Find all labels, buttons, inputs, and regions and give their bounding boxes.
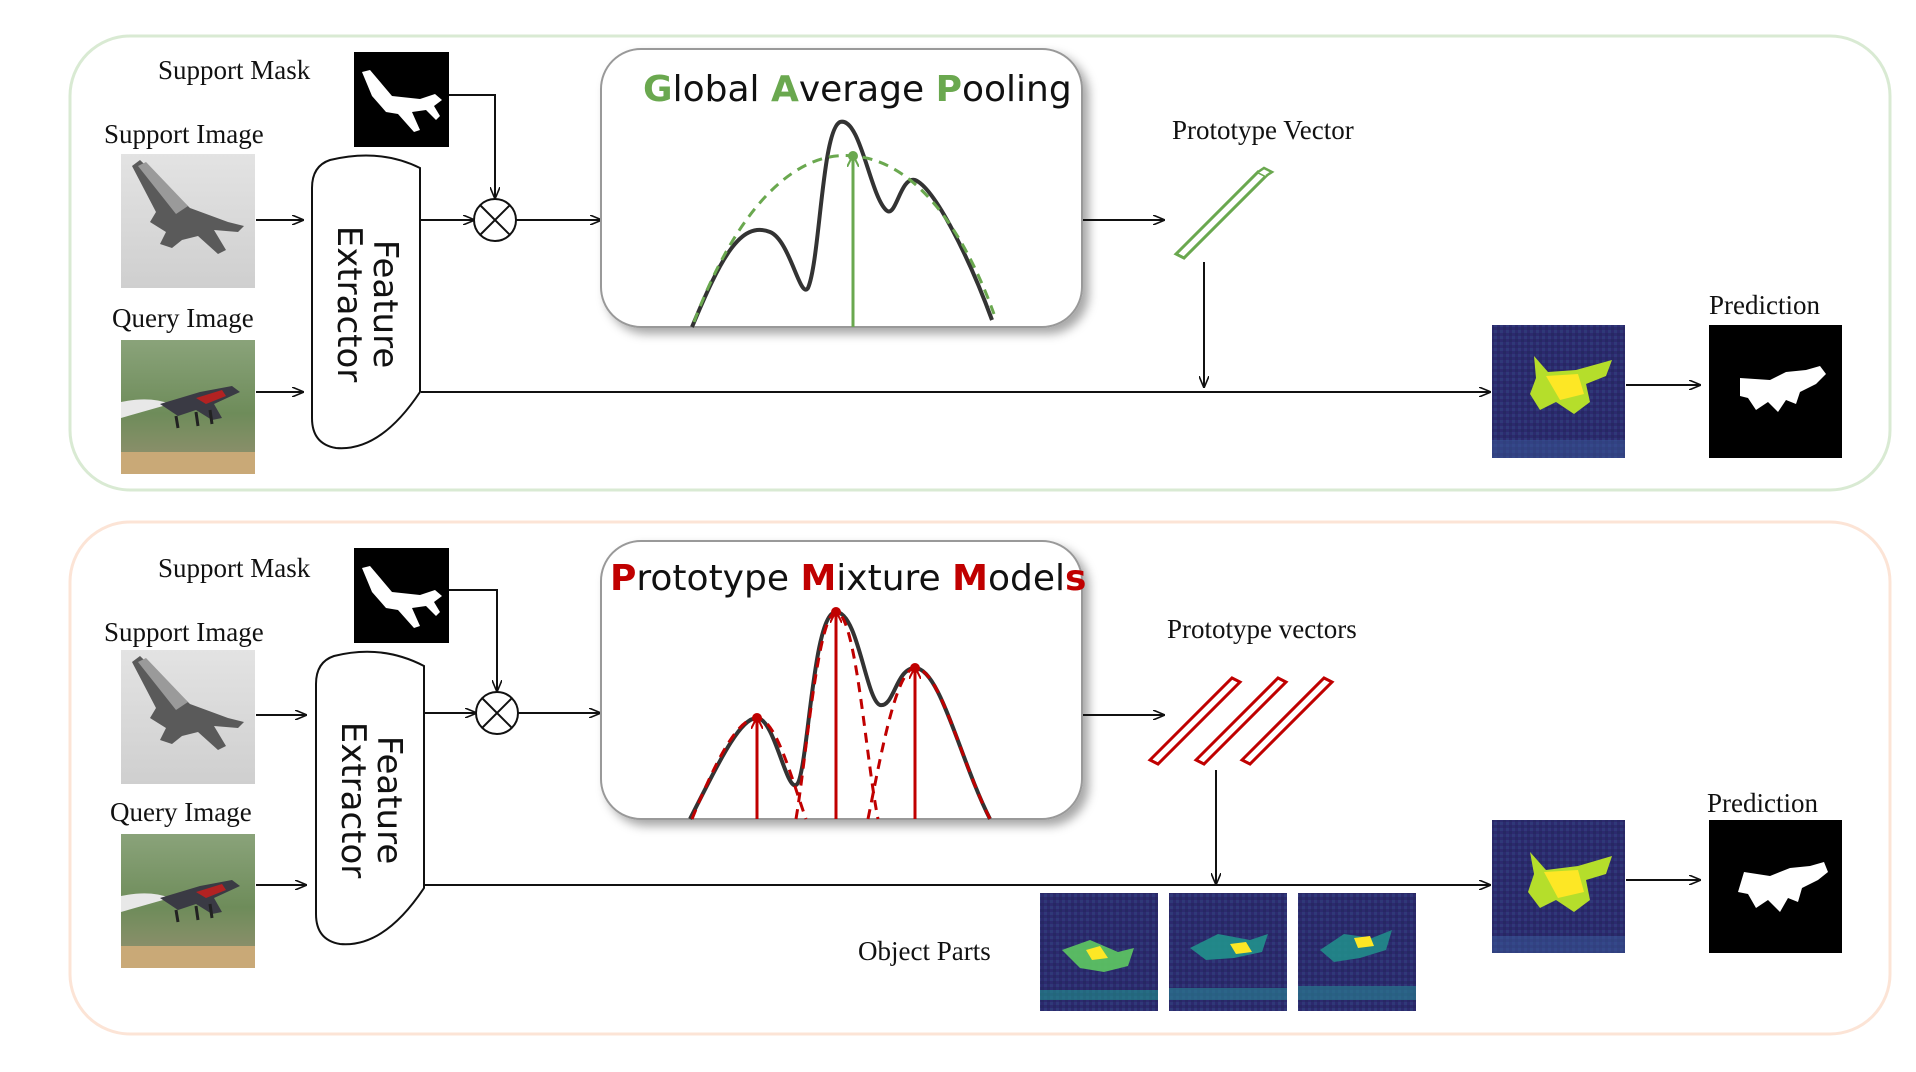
pmm-box: Prototype Mixture Models xyxy=(600,540,1086,820)
pmm-title: Prototype Mixture Models xyxy=(610,558,1086,599)
arrow-mask-to-multiply xyxy=(449,94,495,198)
pmm-panel: Support Mask Support Image Query Image F… xyxy=(68,520,1892,1036)
multiply-node-top xyxy=(473,198,517,242)
prediction-label-bottom: Prediction xyxy=(1707,788,1818,818)
support-mask-image xyxy=(354,52,449,147)
object-part-map-3 xyxy=(1298,893,1416,1011)
support-image-label-bottom: Support Image xyxy=(104,617,264,647)
prediction-mask-bottom xyxy=(1709,820,1842,953)
title-part: M xyxy=(800,558,836,599)
feature-label-top: Feature xyxy=(365,240,405,368)
support-image-bottom xyxy=(121,650,255,784)
title-part: P xyxy=(936,69,962,110)
gap-box: Global Average Pooling xyxy=(600,48,1083,328)
prototype-vector-green xyxy=(1173,166,1275,260)
query-image-label: Query Image xyxy=(112,303,254,333)
prototype-vector-label: Prototype Vector xyxy=(1172,115,1354,145)
similarity-map-bottom xyxy=(1492,820,1625,953)
title-part: rototype xyxy=(636,558,800,599)
support-image xyxy=(121,154,255,288)
title-part: M xyxy=(952,558,988,599)
title-part: P xyxy=(610,558,636,599)
similarity-map-top xyxy=(1492,325,1625,458)
support-mask-label: Support Mask xyxy=(158,55,311,85)
prototype-vectors-red xyxy=(1147,676,1335,766)
object-part-map-2 xyxy=(1169,893,1287,1011)
object-parts-label: Object Parts xyxy=(858,936,991,966)
title-part: ixture xyxy=(836,558,952,599)
multiply-node-bottom xyxy=(475,691,519,735)
extractor-label-bottom: Extractor xyxy=(333,722,373,879)
title-part: G xyxy=(643,69,673,110)
prototype-vectors-label: Prototype vectors xyxy=(1167,614,1357,644)
title-part: verage xyxy=(799,69,936,110)
extractor-label-top: Extractor xyxy=(329,226,369,383)
query-image xyxy=(121,340,255,474)
title-part: A xyxy=(771,69,799,110)
title-part: s xyxy=(1065,558,1086,599)
prediction-label-top: Prediction xyxy=(1709,290,1820,320)
gap-curve xyxy=(690,119,994,328)
gap-title: Global Average Pooling xyxy=(643,69,1072,110)
feature-extractor-top: Feature Extractor xyxy=(311,154,421,450)
support-mask-label-bottom: Support Mask xyxy=(158,553,311,583)
query-image-bottom xyxy=(121,834,255,968)
title-part: ooling xyxy=(962,69,1072,110)
query-image-label-bottom: Query Image xyxy=(110,797,252,827)
prediction-mask-top xyxy=(1709,325,1842,458)
feature-label-bottom: Feature xyxy=(369,736,409,864)
support-image-label: Support Image xyxy=(104,119,264,149)
title-part: odel xyxy=(988,558,1065,599)
feature-extractor-bottom: Feature Extractor xyxy=(315,650,425,946)
title-part: lobal xyxy=(673,69,771,110)
object-part-map-1 xyxy=(1040,893,1158,1011)
gap-panel: Support Mask Support Image Query Image F… xyxy=(68,34,1892,492)
support-mask-image-bottom xyxy=(354,548,449,643)
